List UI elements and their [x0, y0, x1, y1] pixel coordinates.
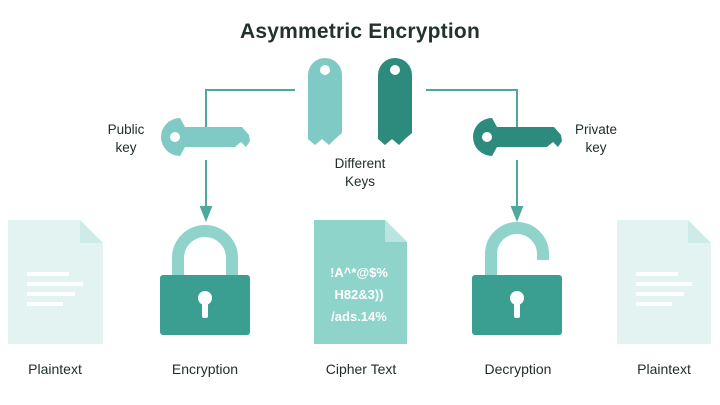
different-keys-label: Different Keys: [310, 155, 410, 191]
private-key-label: Private key: [556, 121, 636, 157]
plaintext-document-icon: [8, 220, 103, 344]
caption-decryption: Decryption: [484, 361, 552, 377]
cipher-text-content: !A^*@$% H82&3)) /ads.14%: [318, 262, 400, 328]
cipher-line: H82&3)): [334, 287, 384, 302]
caption-plaintext-left: Plaintext: [28, 361, 82, 377]
lock-closed-icon: [160, 225, 250, 335]
cipher-text-document-icon: [314, 220, 407, 344]
private-key-connector: [426, 89, 518, 128]
caption-cipher-text: Cipher Text: [325, 361, 397, 377]
public-key-label: Public key: [86, 121, 166, 157]
private-key-label-line: key: [585, 140, 607, 155]
key-icon: [308, 58, 342, 145]
private-key-label-line: Private: [574, 122, 618, 137]
public-key-connector: [205, 89, 295, 128]
lock-open-icon: [472, 222, 562, 335]
cipher-line: !A^*@$%: [330, 265, 388, 280]
different-keys-label-line: Different: [334, 156, 386, 171]
private-key-icon: [473, 118, 562, 156]
key-icon: [378, 58, 412, 145]
public-key-label-line: key: [115, 140, 137, 155]
diagram-title: Asymmetric Encryption: [240, 20, 480, 43]
cipher-line: /ads.14%: [331, 309, 387, 324]
public-key-label-line: Public: [107, 122, 145, 137]
different-keys-label-line: Keys: [344, 174, 375, 189]
public-key-icon: [161, 118, 250, 156]
caption-plaintext-right: Plaintext: [637, 361, 691, 377]
caption-encryption: Encryption: [171, 361, 239, 377]
plaintext-document-icon: [617, 220, 711, 344]
